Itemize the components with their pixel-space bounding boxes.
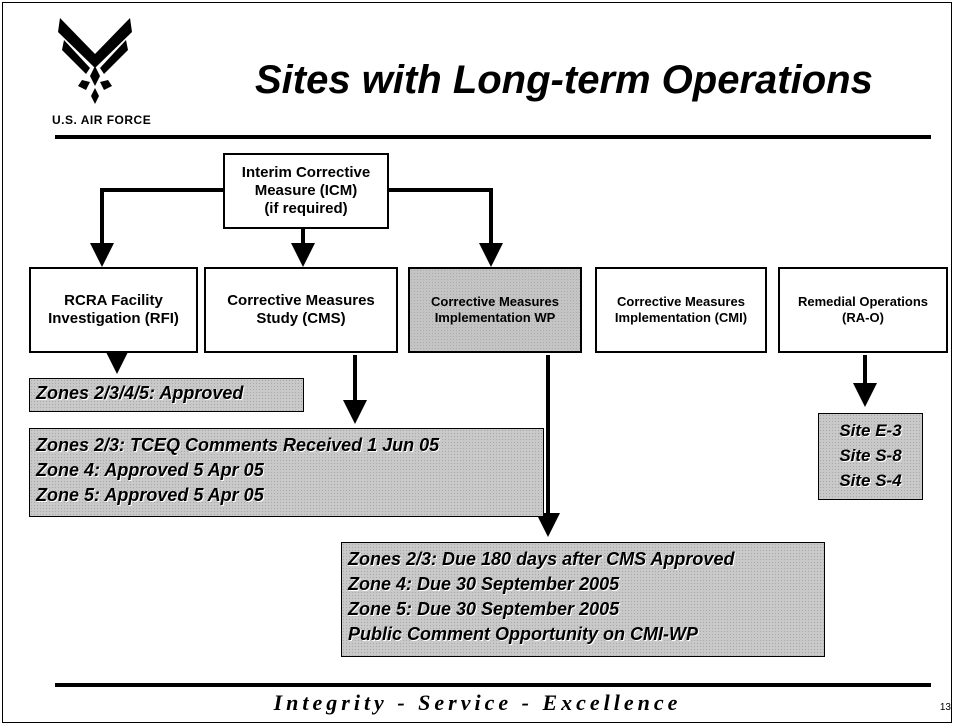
wp-status-line: Public Comment Opportunity on CMI-WP: [348, 624, 698, 644]
org-name: U.S. AIR FORCE: [52, 113, 152, 127]
site-item: Site E-3: [839, 421, 902, 440]
cmi-box: Corrective Measures Implementation (CMI): [595, 267, 767, 353]
rfi-box: RCRA Facility Investigation (RFI): [29, 267, 198, 353]
slide-title: Sites with Long-term Operations: [255, 58, 873, 102]
cmi-wp-status-note: Zones 2/3: Due 180 days after CMS Approv…: [341, 542, 825, 657]
cms-status-line: Zones 2/3: TCEQ Comments Received 1 Jun …: [36, 435, 440, 455]
rao-sites-note: Site E-3 Site S-8 Site S-4: [818, 413, 923, 500]
wp-status-line: Zones 2/3: Due 180 days after CMS Approv…: [348, 549, 735, 569]
wp-status-line: Zone 5: Due 30 September 2005: [348, 599, 620, 619]
cms-status-line: Zone 4: Approved 5 Apr 05: [36, 460, 264, 480]
air-force-logo: [58, 18, 132, 104]
rfi-status-note: Zones 2/3/4/5: Approved: [29, 378, 304, 412]
cms-status-line: Zone 5: Approved 5 Apr 05: [36, 485, 264, 505]
cms-box: Corrective Measures Study (CMS): [204, 267, 398, 353]
footer-rule: [55, 683, 931, 687]
icm-to-rfi-arrow: [90, 188, 223, 267]
cms-status-note: Zones 2/3: TCEQ Comments Received 1 Jun …: [29, 428, 544, 517]
rfi-status-line: Zones 2/3/4/5: Approved: [36, 383, 244, 403]
site-item: Site S-8: [839, 446, 902, 465]
footer-motto: Integrity - Service - Excellence: [273, 690, 682, 715]
page-number: 13: [939, 702, 951, 713]
header-rule: [55, 135, 931, 139]
icm-box: Interim Corrective Measure (ICM) (if req…: [223, 153, 389, 229]
cmi-wp-box: Corrective Measures Implementation WP: [408, 267, 582, 353]
wp-status-line: Zone 4: Due 30 September 2005: [348, 574, 620, 594]
rao-box: Remedial Operations (RA-O): [778, 267, 948, 353]
icm-to-wp-arrow: [388, 188, 503, 267]
site-item: Site S-4: [839, 471, 902, 490]
